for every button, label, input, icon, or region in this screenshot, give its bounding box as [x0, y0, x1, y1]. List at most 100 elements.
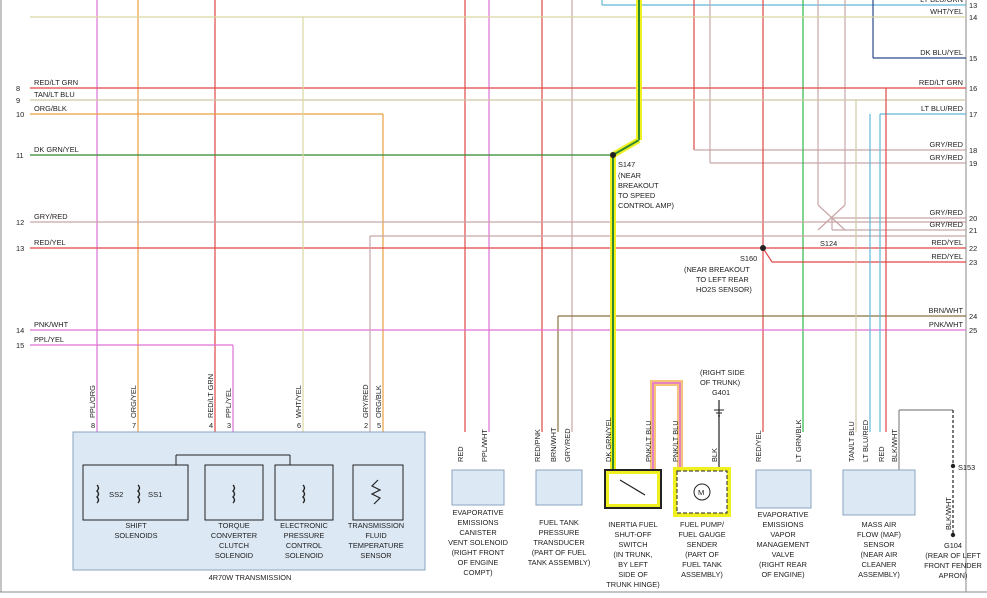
- right-wire-num: 17: [969, 110, 977, 119]
- pin-num: 2: [364, 421, 368, 430]
- left-wire-label: PPL/YEL: [34, 335, 64, 344]
- s147-label-2: BREAKOUT: [618, 181, 659, 190]
- g401-label-1: OF TRUNK): [700, 378, 740, 387]
- transmission-component-label: SENSOR: [360, 551, 391, 560]
- fuel_pump-label: FUEL PUMP/: [680, 520, 725, 529]
- fuel_tank-wire-label: GRY/RED: [563, 428, 572, 462]
- evap_vapor-wire-label: RED/YEL: [754, 430, 763, 462]
- s147-label-0: S147: [618, 160, 635, 169]
- evap_canister-label: OF ENGINE: [458, 558, 499, 567]
- fuel-tank-box: [535, 469, 583, 506]
- transmission-component-label: CLUTCH: [219, 541, 249, 550]
- maf-wire-label: RED: [877, 446, 886, 462]
- left-wire-label: TAN/LT BLU: [34, 90, 75, 99]
- left-wire-num: 14: [16, 326, 24, 335]
- maf-label: ASSEMBLY): [858, 570, 900, 579]
- fuel_tank-wire-label: RED/PNK: [533, 429, 542, 462]
- evap_vapor-label: EVAPORATIVE: [757, 510, 808, 519]
- transmission-component-label: SOLENOIDS: [114, 531, 157, 540]
- motor-label: M: [698, 488, 704, 497]
- left-wire-label: RED/LT GRN: [34, 78, 78, 87]
- right-wire-num: 19: [969, 159, 977, 168]
- pin-num: 3: [227, 421, 231, 430]
- evap_canister-label: EMISSIONS: [457, 518, 498, 527]
- pin-wire-label: WHT/YEL: [294, 385, 303, 418]
- fuel_pump-label: ASSEMBLY): [681, 570, 723, 579]
- inertia-label: BY LEFT: [618, 560, 648, 569]
- transmission-component-label: ELECTRONIC: [280, 521, 328, 530]
- pin-wire-label: ORG/YEL: [129, 385, 138, 418]
- right-wire-label: WHT/YEL: [930, 7, 963, 16]
- right-wire-label: GRY/RED: [929, 140, 963, 149]
- left-wire-num: 10: [16, 110, 24, 119]
- right-wire-num: 24: [969, 312, 977, 321]
- evap-canister-box: [451, 469, 505, 506]
- left-wire-num: 9: [16, 96, 20, 105]
- maf-label: FLOW (MAF): [857, 530, 901, 539]
- fuel_tank-label: PRESSURE: [539, 528, 580, 537]
- right-wire-label: GRY/RED: [929, 153, 963, 162]
- transmission-component-label: CONTROL: [286, 541, 322, 550]
- evap_canister-label: EVAPORATIVE: [452, 508, 503, 517]
- right-wire-label: PNK/WHT: [929, 320, 964, 329]
- inertia-wire-label: PNK/LT BLU: [644, 420, 653, 462]
- pin-wire-label: RED/LT GRN: [206, 374, 215, 418]
- pin-num: 8: [91, 421, 95, 430]
- evap_vapor-label: MANAGEMENT: [757, 540, 810, 549]
- inertia-label: (IN TRUNK,: [613, 550, 652, 559]
- right-wire-label: GRY/RED: [929, 220, 963, 229]
- inertia-label: SIDE OF: [618, 570, 648, 579]
- left-wire-num: 8: [16, 84, 20, 93]
- transmission-component-label: PRESSURE: [284, 531, 325, 540]
- maf-wire-label: BLK/WHT: [890, 429, 899, 462]
- fuel_tank-label: FUEL TANK: [539, 518, 579, 527]
- fuel_pump-label: FUEL GAUGE: [678, 530, 725, 539]
- shift-solenoids-box: [82, 464, 189, 521]
- evap_canister-wire-label: RED: [456, 446, 465, 462]
- maf-sensor-box: [842, 469, 916, 516]
- right-wire-num: 21: [969, 226, 977, 235]
- pin-wire-label: PPL/YEL: [224, 388, 233, 418]
- transmission-component-label: CONVERTER: [211, 531, 257, 540]
- evap_vapor-label: EMISSIONS: [762, 520, 803, 529]
- right-wire-label: GRY/RED: [929, 208, 963, 217]
- maf-label: SENSOR: [863, 540, 894, 549]
- right-wire-label: DK BLU/YEL: [920, 48, 963, 57]
- splice-s147-dot: [610, 152, 616, 158]
- right-wire-label: LT BLU/RED: [921, 104, 963, 113]
- fuel_tank-label: TANK ASSEMBLY): [528, 558, 591, 567]
- right-wire-num: 14: [969, 13, 977, 22]
- inertia-label: TRUNK HINGE): [606, 580, 659, 589]
- g104-label: (REAR OF LEFT: [925, 551, 981, 560]
- evap_canister-label: (RIGHT FRONT: [452, 548, 505, 557]
- right-wire-label: LT BLU/GRN: [920, 0, 963, 4]
- s160-label-0: S160: [740, 254, 757, 263]
- maf-label: (NEAR AIR: [861, 550, 898, 559]
- evap_vapor-label: (RIGHT REAR: [759, 560, 807, 569]
- left-wire-label: GRY/RED: [34, 212, 68, 221]
- transmission-component-label: SOLENOID: [215, 551, 253, 560]
- s147-label-1: (NEAR: [618, 171, 641, 180]
- transmission-component-label: TEMPERATURE: [348, 541, 403, 550]
- maf-wire-label: LT BLU/RED: [861, 420, 870, 462]
- left-wire-label: ORG/BLK: [34, 104, 67, 113]
- evap_vapor-label: OF ENGINE): [761, 570, 804, 579]
- right-wire-num: 22: [969, 244, 977, 253]
- right-wire-label: RED/YEL: [931, 252, 963, 261]
- left-wire-num: 12: [16, 218, 24, 227]
- pin-wire-label: PPL/ORG: [88, 385, 97, 418]
- ss1-label: SS1: [148, 490, 162, 499]
- s160-label-1: (NEAR BREAKOUT: [684, 265, 750, 274]
- transmission-component-label: TRANSMISSION: [348, 521, 404, 530]
- maf-label: CLEANER: [862, 560, 897, 569]
- pin-num: 7: [132, 421, 136, 430]
- pin-wire-label: ORG/BLK: [374, 385, 383, 418]
- maf-wire-label: TAN/LT BLU: [847, 421, 856, 462]
- evap_canister-label: COMPT): [463, 568, 492, 577]
- fuel_pump-label: FUEL TANK: [682, 560, 722, 569]
- s147-label-3: TO SPEED: [618, 191, 655, 200]
- evap_vapor-label: VAPOR: [770, 530, 795, 539]
- fuel_pump-wire-label: BLK: [710, 448, 719, 462]
- right-wire-label: RED/LT GRN: [919, 78, 963, 87]
